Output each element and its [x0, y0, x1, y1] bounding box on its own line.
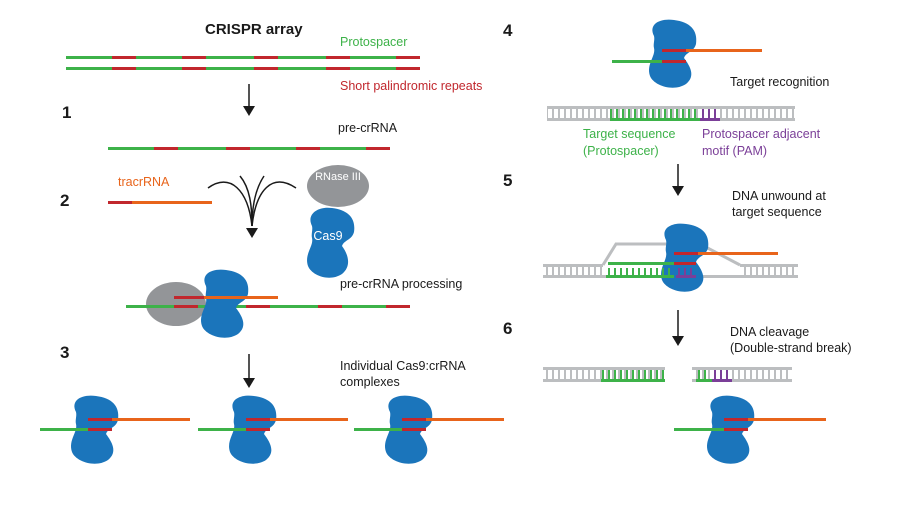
- pam-label-1: Protospacer adjacent: [702, 127, 821, 141]
- step-number-6: 6: [503, 319, 512, 338]
- individual-complexes-label-1: Individual Cas9:crRNA: [340, 359, 466, 373]
- step-number-4: 4: [503, 21, 513, 40]
- rnase-iii-enzyme: RNase III: [307, 165, 369, 207]
- cleavage-label-2: (Double-strand break): [730, 341, 852, 355]
- step-number-2: 2: [60, 191, 69, 210]
- pre-crrna-label: pre-crRNA: [338, 121, 398, 135]
- short-repeats-label: Short palindromic repeats: [340, 79, 482, 93]
- step-number-5: 5: [503, 171, 512, 190]
- arrow-step-6: [672, 310, 684, 346]
- tracrrna-strand: [108, 201, 212, 204]
- step-number-1: 1: [62, 103, 71, 122]
- cas9-protein: Cas9: [307, 207, 355, 278]
- cas9-label: Cas9: [313, 229, 342, 243]
- convergence-lines: [207, 175, 297, 227]
- cleaved-dna-left: [543, 367, 665, 382]
- step-number-3: 3: [60, 343, 69, 362]
- unwound-label-2: target sequence: [732, 205, 822, 219]
- cas9-crrna-complex-2: [198, 395, 348, 464]
- target-recognition-complex: [612, 19, 762, 88]
- target-sequence-label-1: Target sequence: [583, 127, 675, 141]
- unwound-dna-complex: [543, 223, 798, 292]
- target-dna: [547, 106, 795, 121]
- cleavage-label-1: DNA cleavage: [730, 325, 809, 339]
- individual-complexes-label-2: complexes: [340, 375, 400, 389]
- crispr-array-title: CRISPR array: [205, 21, 303, 38]
- cas9-crrna-complex-3: [354, 395, 504, 464]
- arrow-step-1: [243, 84, 255, 116]
- cas9-crrna-complex-1: [40, 395, 190, 464]
- pam-label-2: motif (PAM): [702, 144, 767, 158]
- cleaved-dna-right: [692, 367, 792, 382]
- arrow-step-3: [243, 354, 255, 388]
- tracrrna-label: tracrRNA: [118, 175, 170, 189]
- processing-complex: [126, 269, 410, 338]
- unwound-label-1: DNA unwound at: [732, 189, 826, 203]
- target-sequence-label-2: (Protospacer): [583, 144, 659, 158]
- rnase-label: RNase III: [315, 171, 361, 183]
- arrow-step-2: [246, 228, 258, 238]
- crispr-array: [66, 56, 420, 70]
- released-cas9-complex: [674, 395, 826, 464]
- pre-crrna-strand: [108, 147, 390, 150]
- processing-label: pre-crRNA processing: [340, 277, 462, 291]
- arrow-step-5: [672, 164, 684, 196]
- protospacer-label: Protospacer: [340, 35, 407, 49]
- target-recognition-label: Target recognition: [730, 75, 829, 89]
